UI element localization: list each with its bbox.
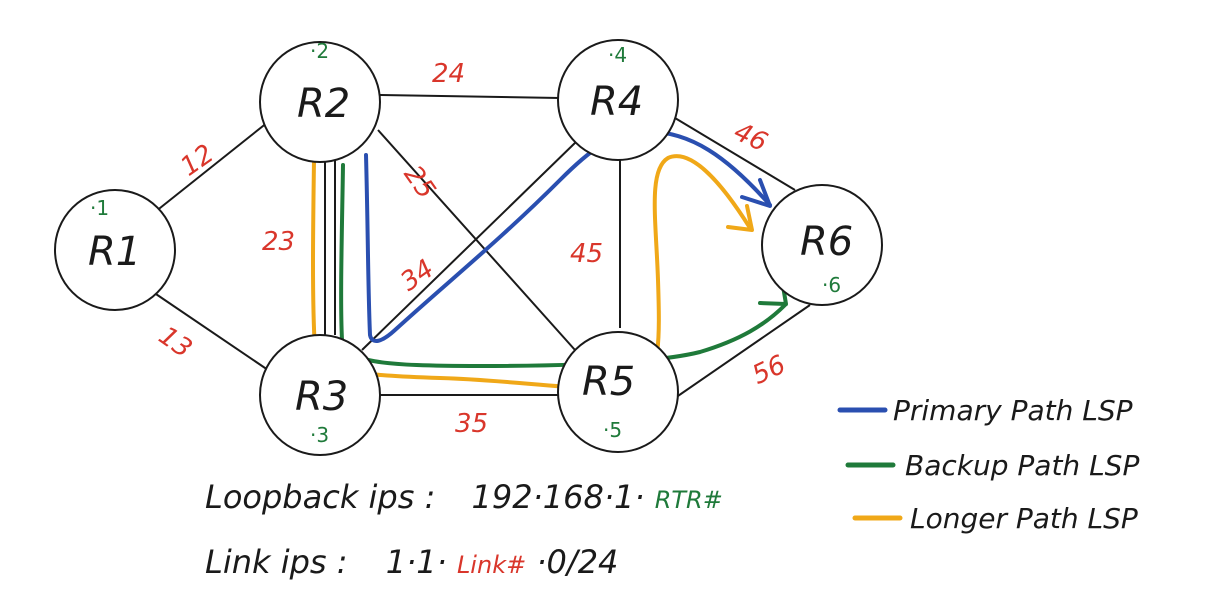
router-r4: R4 ·4 — [557, 39, 679, 161]
router-r5-ip: ·5 — [603, 418, 622, 442]
link-label-35: 35 — [455, 409, 488, 439]
router-r4-ip: ·4 — [608, 43, 627, 67]
links — [149, 94, 811, 399]
link-r2-r4 — [379, 94, 561, 99]
link-ips-line: Link ips : 1·1· Link# ·0/24 — [205, 543, 618, 581]
backup-lsp-path — [339, 163, 787, 368]
router-r4-label: R4 — [590, 79, 643, 125]
link-label-24: 24 — [432, 59, 465, 89]
loopback-line: Loopback ips : 192·168·1· RTR# — [205, 478, 723, 516]
link-label-13: 13 — [153, 321, 197, 365]
link-label-56: 56 — [748, 350, 791, 391]
legend-longer-label: Longer Path LSP — [910, 502, 1138, 535]
router-r3: R3 ·3 — [259, 334, 381, 456]
router-r6-ip: ·6 — [822, 273, 841, 297]
legend: Primary Path LSP Backup Path LSP Longer … — [837, 394, 1139, 535]
link-label-25: 25 — [397, 160, 441, 204]
link-label-45: 45 — [570, 239, 603, 269]
link-labels: 12 13 24 23 25 34 35 45 46 56 — [153, 59, 790, 439]
loopback-label: Loopback ips : — [205, 478, 435, 516]
router-r5-label: R5 — [582, 359, 635, 405]
link-r4-r6 — [674, 117, 796, 191]
router-r3-label: R3 — [295, 374, 348, 420]
router-r1-label: R1 — [88, 229, 141, 275]
link-label-23: 23 — [262, 227, 295, 257]
legend-backup-label: Backup Path LSP — [905, 449, 1139, 482]
routers: R1 ·1 R2 ·2 R3 ·3 R4 ·4 R5 ·5 R6 ·6 — [54, 39, 883, 456]
link-label-34: 34 — [395, 254, 439, 298]
link-ips-suffix: ·0/24 — [536, 543, 618, 581]
router-r5: R5 ·5 — [557, 331, 679, 453]
link-r1-r2 — [154, 121, 269, 213]
lsp-paths — [311, 129, 788, 391]
link-label-46: 46 — [729, 117, 772, 158]
footer-info: Loopback ips : 192·168·1· RTR# Link ips … — [205, 478, 723, 581]
loopback-suffix: RTR# — [655, 486, 723, 514]
router-r2: R2 ·2 — [259, 39, 381, 163]
loopback-prefix: 192·168·1· — [472, 478, 645, 516]
router-r1: R1 ·1 — [54, 189, 176, 311]
link-ips-prefix: 1·1· — [386, 543, 447, 581]
legend-primary-label: Primary Path LSP — [893, 394, 1133, 427]
link-r3-r4 — [361, 139, 579, 351]
link-r5-r6 — [674, 304, 811, 399]
router-r1-ip: ·1 — [90, 196, 109, 220]
primary-lsp-path — [364, 129, 772, 343]
link-label-12: 12 — [175, 139, 219, 183]
router-r2-ip: ·2 — [310, 39, 329, 63]
longer-lsp-arrow — [726, 204, 754, 232]
primary-lsp-arrow — [740, 178, 772, 208]
router-r2-label: R2 — [297, 81, 350, 127]
link-ips-mid: Link# — [457, 551, 526, 579]
link-ips-label: Link ips : — [205, 543, 348, 581]
link-r1-r3 — [149, 289, 269, 371]
router-r3-ip: ·3 — [310, 423, 329, 447]
router-r6: R6 ·6 — [761, 184, 883, 306]
router-r6-label: R6 — [800, 219, 853, 265]
